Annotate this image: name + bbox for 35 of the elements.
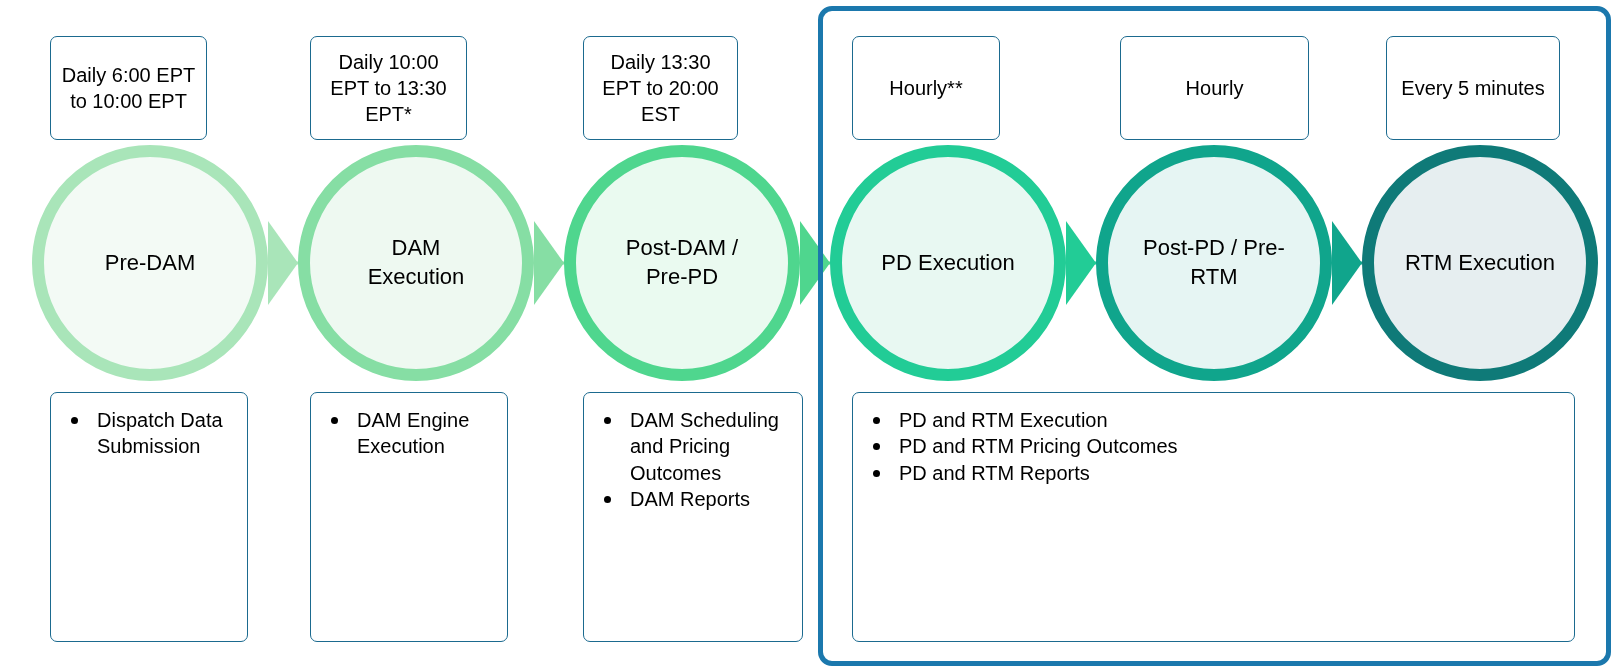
phase-label: Post-DAM / Pre-PD <box>624 234 740 291</box>
description-card <box>310 392 508 642</box>
schedule-card <box>852 36 1000 140</box>
chevron-arrow <box>1332 221 1362 305</box>
chevron-arrow <box>268 221 298 305</box>
schedule-card <box>50 36 207 140</box>
bullet-text: Dispatch Data Submission <box>97 408 224 460</box>
bullet-text: PD and RTM Execution <box>899 408 1108 433</box>
bullet-text: PD and RTM Pricing Outcomes <box>899 434 1178 460</box>
schedule-label: Daily 6:00 EPT to 10:00 EPT <box>61 63 196 114</box>
schedule-label: Daily 10:00 EPT to 13:30 EPT* <box>329 50 448 127</box>
schedule-card <box>1120 36 1309 140</box>
schedule-card <box>310 36 467 140</box>
description-card <box>852 392 1575 642</box>
chevron-arrow <box>534 221 564 305</box>
schedule-label: Hourly** <box>889 76 963 101</box>
phase-label: PD Execution <box>881 248 1015 277</box>
chevron-arrow <box>1066 221 1096 305</box>
bullet-text: DAM Reports <box>630 487 751 513</box>
description-card <box>583 392 803 642</box>
schedule-label: Daily 13:30 EPT to 20:00 EST <box>601 50 720 127</box>
phase-label: DAM Execution <box>366 234 466 291</box>
bullet-text: PD and RTM Reports <box>899 460 1090 486</box>
chevron-arrow <box>800 221 830 305</box>
phase-label: Pre-DAM <box>104 248 196 277</box>
schedule-label: Hourly <box>1185 76 1244 101</box>
group-frame <box>818 6 1611 666</box>
phase-label: Post-PD / Pre-RTM <box>1142 234 1286 291</box>
bullet-text: DAM Scheduling and Pricing Outcomes <box>630 408 780 486</box>
schedule-label: Every 5 minutes <box>1401 76 1545 101</box>
schedule-card <box>583 36 738 140</box>
bullet-text: DAM Engine Execution <box>357 408 471 460</box>
description-card <box>50 392 248 642</box>
schedule-card <box>1386 36 1560 140</box>
phase-label: RTM Execution <box>1405 248 1555 277</box>
